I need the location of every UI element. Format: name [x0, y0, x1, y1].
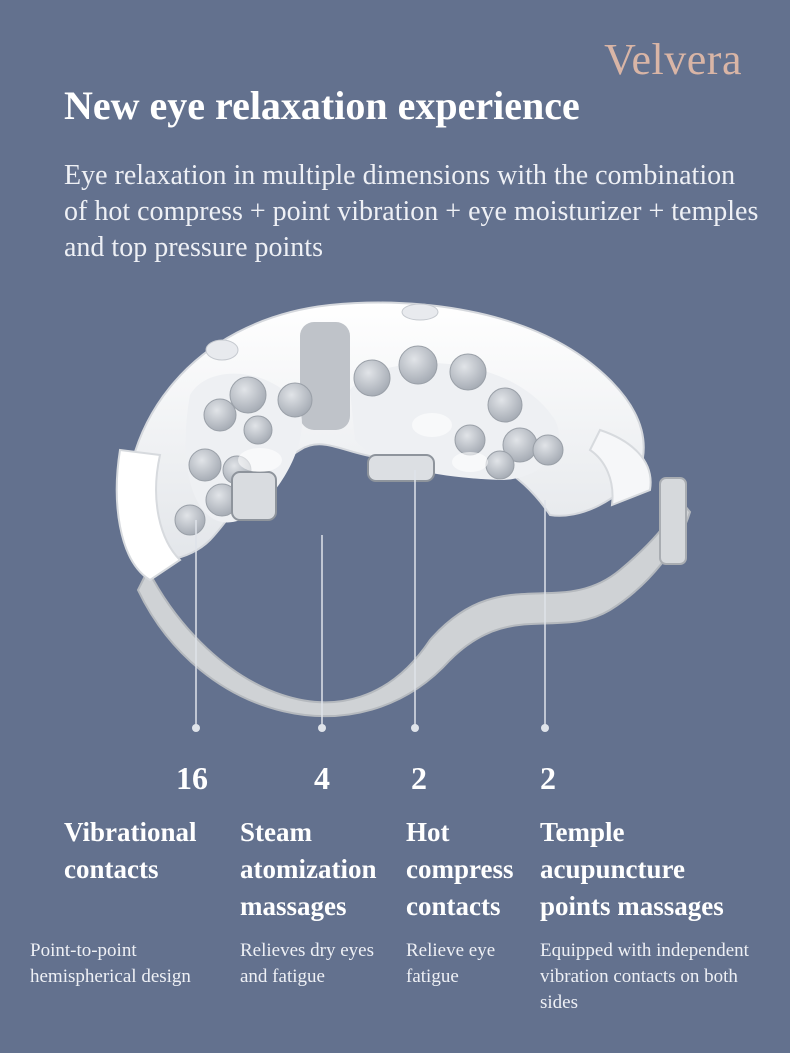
mode-button	[401, 303, 439, 321]
feature-label-steam: Steam atomization massages	[240, 817, 377, 921]
feature-desc-steam: Relieves dry eyes and fatigue	[240, 940, 375, 987]
feature-desc-vibration: Point-to-point hemispherical design	[30, 940, 191, 987]
feature-count-vibration: 16	[176, 760, 208, 796]
power-button	[205, 339, 239, 361]
feature-count-steam: 4	[314, 760, 330, 796]
nose-bridge	[300, 322, 350, 430]
feature-count-temple: 2	[540, 760, 556, 796]
feature-label-hot-compress: Hot compress contacts	[406, 817, 514, 921]
hot-compress-right	[367, 454, 435, 482]
brand-logo: Velvera	[604, 35, 742, 84]
strap	[136, 498, 692, 717]
steam-mist	[238, 413, 488, 472]
feature-desc-temple: Equipped with independent vibration cont…	[540, 940, 749, 1013]
feature-desc-hot-compress: Relieve eye fatigue	[406, 940, 496, 987]
device-side-right	[588, 428, 652, 507]
device-side-left	[115, 448, 182, 582]
hot-compress-left	[231, 471, 277, 521]
strap-buckle	[659, 477, 687, 565]
page-title: New eye relaxation experience	[64, 83, 580, 128]
eye-massager-illustration	[115, 301, 692, 732]
callout-dots	[192, 724, 549, 732]
page-subtitle: Eye relaxation in multiple dimensions wi…	[64, 160, 759, 263]
vibration-contacts	[174, 345, 564, 536]
callout-lines	[195, 470, 546, 728]
feature-count-hot-compress: 2	[411, 760, 427, 796]
feature-label-vibration: Vibrational contacts	[64, 817, 197, 884]
feature-label-temple: Temple acupuncture points massages	[540, 817, 724, 921]
